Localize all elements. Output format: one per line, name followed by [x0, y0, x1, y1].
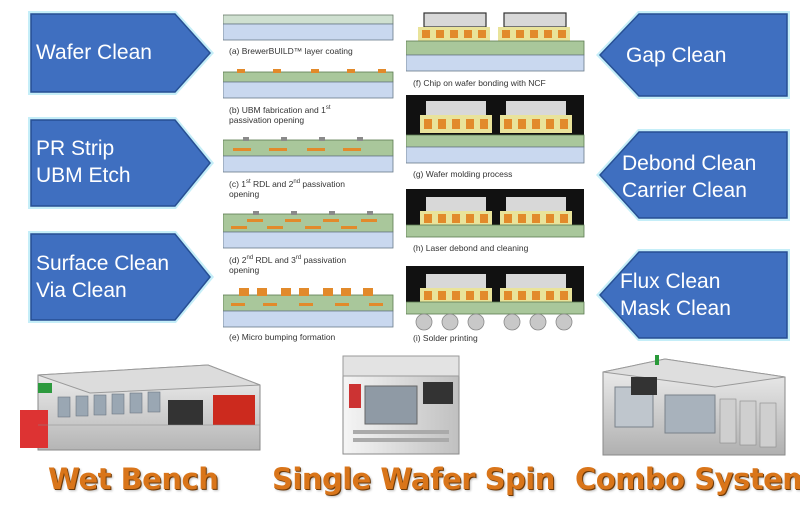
single-wafer-spin-machine-image: [342, 355, 460, 455]
step-b-cross-section: [223, 69, 394, 99]
left-arrow-shape: [596, 129, 790, 221]
step-f-cross-section: [406, 12, 585, 72]
process-label-line1: Flux Clean: [620, 270, 721, 293]
step-c-cross-section: [223, 137, 394, 173]
process-label-line1: Surface Clean: [36, 252, 170, 275]
right-arrow-shape: [28, 11, 214, 95]
process-label-line1: Gap Clean: [626, 44, 727, 67]
process-arrow-surface-clean: Surface Clean Via Clean: [24, 227, 219, 327]
right-arrow-shape: [28, 231, 214, 323]
step-a-caption: (a) BrewerBUILD™ layer coating: [229, 46, 353, 56]
right-arrow-shape: [28, 117, 214, 209]
step-d-caption: (d) 2nd RDL and 3rd passivation opening: [229, 254, 347, 275]
wet-bench-machine-image: [20, 364, 261, 451]
left-arrow-shape: [596, 11, 790, 99]
step-g-caption: (g) Wafer molding process: [413, 169, 513, 179]
process-arrow-pr-strip: PR Strip UBM Etch: [24, 113, 219, 213]
step-i-caption: (i) Solder printing: [413, 333, 478, 343]
process-label-line1: PR Strip: [36, 137, 115, 160]
combo-system-machine-image: [602, 355, 786, 456]
equipment-label-wet-bench: Wet Bench: [48, 462, 219, 496]
process-arrow-debond-clean: Debond Clean Carrier Clean: [584, 125, 794, 225]
process-label-line2: Via Clean: [36, 279, 127, 302]
step-i-cross-section: [406, 266, 585, 331]
left-arrow-shape: [596, 249, 790, 341]
process-label-line2: Carrier Clean: [622, 179, 747, 202]
process-label-line2: UBM Etch: [36, 164, 131, 187]
process-arrow-wafer-clean: Wafer Clean: [24, 7, 219, 99]
equipment-label-single-wafer-spin: Single Wafer Spin: [272, 462, 555, 496]
step-e-caption: (e) Micro bumping formation: [229, 332, 336, 342]
step-h-cross-section: [406, 189, 585, 238]
step-c-caption: (c) 1st RDL and 2nd passivation opening: [229, 178, 345, 199]
equipment-label-combo-system: Combo System: [575, 462, 800, 496]
step-d-cross-section: [223, 211, 394, 249]
process-arrow-flux-clean: Flux Clean Mask Clean: [584, 245, 794, 345]
step-b-caption: (b) UBM fabrication and 1st passivation …: [229, 104, 331, 125]
process-label-line1: Debond Clean: [622, 152, 757, 175]
process-label-line1: Wafer Clean: [36, 41, 152, 64]
step-e-cross-section: [223, 288, 394, 328]
process-label-line2: Mask Clean: [620, 297, 731, 320]
step-h-caption: (h) Laser debond and cleaning: [413, 243, 529, 253]
step-g-cross-section: [406, 95, 585, 164]
step-f-caption: (f) Chip on wafer bonding with NCF: [413, 78, 546, 88]
process-arrow-gap-clean: Gap Clean: [584, 7, 794, 103]
step-a-cross-section: [223, 14, 394, 41]
